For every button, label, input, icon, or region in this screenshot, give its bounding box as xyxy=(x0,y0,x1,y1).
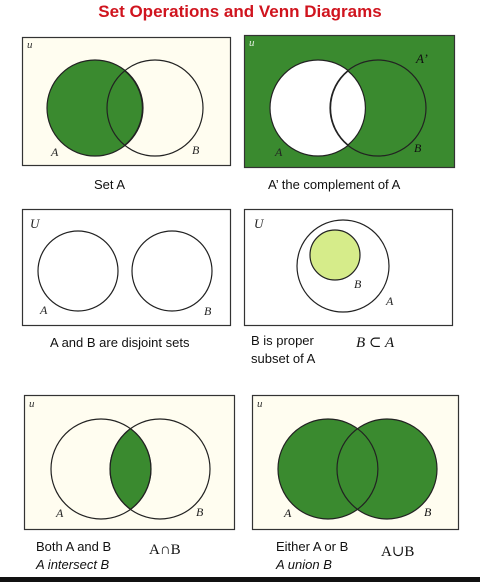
venn-complement: u A’ A B xyxy=(243,34,456,169)
page-title: Set Operations and Venn Diagrams xyxy=(98,2,382,21)
set-b-label: B xyxy=(192,143,200,157)
overlap-region xyxy=(330,70,366,146)
caption-union: Either A or B A union B xyxy=(276,539,349,572)
caption-complement: A’ the complement of A xyxy=(268,177,401,192)
set-a-label: A xyxy=(50,145,59,159)
universe-label: U xyxy=(30,216,41,231)
union-notation: A∪B xyxy=(381,544,415,560)
set-b-label: B xyxy=(204,304,212,318)
venn-set-a: u A B xyxy=(21,36,232,167)
set-b-label: B xyxy=(414,141,422,155)
complement-label: A’ xyxy=(415,51,428,66)
set-a-label: A xyxy=(283,506,292,520)
set-b-circle xyxy=(106,59,204,157)
set-a-outline-overlap xyxy=(357,428,379,510)
bottom-border xyxy=(0,577,480,582)
universe-label: u xyxy=(257,398,263,410)
set-b-label: B xyxy=(424,505,432,519)
venn-disjoint: U A B xyxy=(21,208,232,327)
caption-disjoint: A and B are disjoint sets xyxy=(50,335,190,350)
universe-label: u xyxy=(249,37,255,49)
universe-label: u xyxy=(27,39,33,51)
intersection-region xyxy=(109,427,152,511)
caption-set-a: Set A xyxy=(94,177,126,192)
set-b-circle xyxy=(336,418,438,520)
set-a-label: A xyxy=(385,294,394,308)
venn-subset: U B A xyxy=(243,208,454,327)
venn-intersection: u A B xyxy=(23,394,236,531)
subset-notation: B ⊂ A xyxy=(356,335,395,351)
venn-union: u A B xyxy=(251,394,460,531)
set-b-label: B xyxy=(196,505,204,519)
set-a-label: A xyxy=(55,506,64,520)
set-b-circle xyxy=(131,230,213,312)
set-b-circle xyxy=(309,229,361,281)
universe-label: u xyxy=(29,398,35,410)
caption-intersection: Both A and B A intersect B xyxy=(36,539,112,572)
set-b-label: B xyxy=(354,277,362,291)
set-a-circle xyxy=(37,230,119,312)
universe-label: U xyxy=(254,216,265,231)
set-a-outline-overlap xyxy=(124,70,143,146)
caption-subset: B is proper subset of A xyxy=(251,333,316,366)
intersection-notation: A∩B xyxy=(149,542,181,558)
set-a-label: A xyxy=(39,303,48,317)
set-a-label: A xyxy=(274,145,283,159)
